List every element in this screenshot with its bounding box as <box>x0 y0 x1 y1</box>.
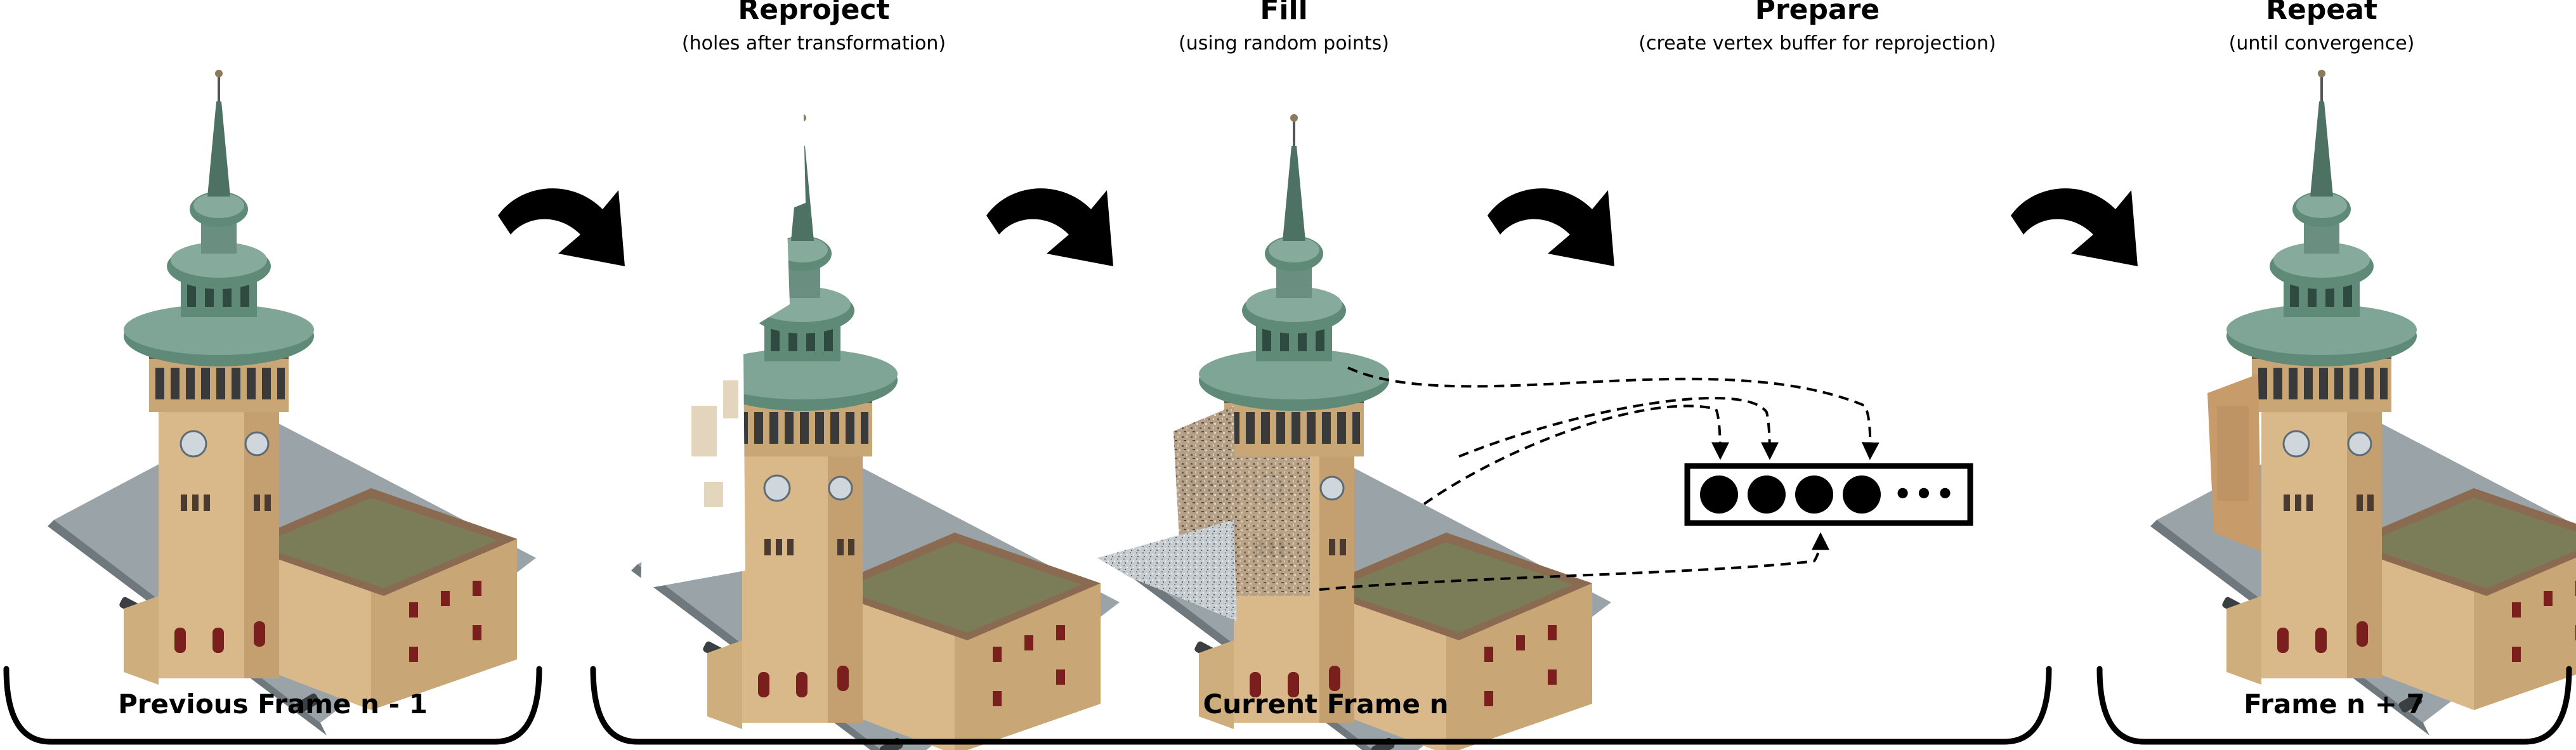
stage-repeat: Repeat (until convergence) <box>2229 0 2415 55</box>
arrow-repeat <box>2011 188 2138 266</box>
vertex-buffer: ••• <box>1684 463 1973 526</box>
frame-label-next: Frame n + 7 <box>2244 689 2425 720</box>
stage-title: Fill <box>1260 0 1307 26</box>
stage-reproject: Reproject (holes after transformation) <box>682 0 946 55</box>
building-previous-frame <box>46 68 537 737</box>
dashed-arrow-3 <box>1423 404 1729 505</box>
bracket-previous-frame <box>3 666 542 745</box>
building-converged <box>2149 68 2576 737</box>
bracket-next-frame <box>2096 666 2572 745</box>
arrow-reproject <box>498 188 625 266</box>
stage-subtitle: (until convergence) <box>2229 32 2415 55</box>
vertex-dot <box>1795 475 1833 514</box>
dashed-arrow-1 <box>1347 366 1880 460</box>
building-filled <box>1097 113 1612 750</box>
dashed-arrow-4 <box>1319 532 1829 591</box>
stage-title: Prepare <box>1755 0 1880 26</box>
building-reprojected <box>630 63 1121 750</box>
stage-subtitle: (create vertex buffer for reprojection) <box>1638 32 1996 55</box>
dashed-arrows <box>1319 366 1880 591</box>
arrow-prepare <box>1487 188 1614 266</box>
stage-prepare: Prepare (create vertex buffer for reproj… <box>1638 0 1996 55</box>
stage-subtitle: (holes after transformation) <box>682 32 946 55</box>
frame-label-previous: Previous Frame n - 1 <box>118 689 428 720</box>
arrow-fill <box>986 188 1113 266</box>
dashed-arrow-2 <box>1458 396 1779 460</box>
stage-fill: Fill (using random points) <box>1179 0 1389 55</box>
stage-subtitle: (using random points) <box>1179 32 1389 55</box>
vertex-dot <box>1843 475 1881 514</box>
vertex-buffer-ellipsis: ••• <box>1893 477 1957 511</box>
vertex-dot <box>1748 475 1786 514</box>
vertex-dot <box>1700 475 1738 514</box>
stage-title: Reproject <box>738 0 889 26</box>
bracket-current-frame <box>590 666 2052 745</box>
stage-title: Repeat <box>2266 0 2377 26</box>
frame-label-current: Current Frame n <box>1203 689 1448 720</box>
